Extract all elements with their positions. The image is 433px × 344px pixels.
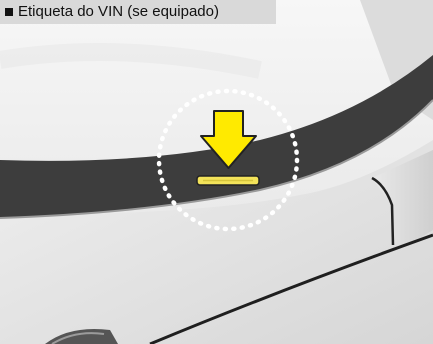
windshield-cowl-trim: [0, 55, 433, 218]
highlight-circle: [156, 88, 300, 232]
yellow-down-arrow-icon: [200, 110, 257, 169]
caption-text: Etiqueta do VIN (se equipado): [18, 3, 219, 20]
caption-bar: Etiqueta do VIN (se equipado): [0, 0, 276, 24]
hood-panel: [0, 140, 433, 344]
trim-edge-highlight: [0, 99, 433, 219]
headlight-highlight: [51, 332, 105, 344]
fender-panel: [372, 150, 433, 250]
fender-seam-line: [371, 176, 395, 246]
square-bullet-icon: [5, 8, 13, 16]
glass-reflection: [0, 43, 262, 79]
hood-crease-line: [149, 233, 433, 344]
